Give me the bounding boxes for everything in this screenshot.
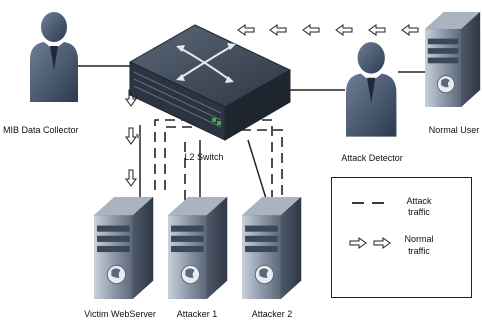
label-l2-switch: L2 Switch (184, 152, 224, 162)
arrow-down-icon (125, 127, 137, 145)
arrow-right-icon (349, 237, 391, 249)
label-victim-webserver: Victim WebServer (84, 309, 156, 319)
arrow-left-icon (302, 24, 320, 36)
label-mib-data-collector: MIB Data Collector (3, 125, 79, 135)
arrow-left-icon (401, 24, 419, 36)
person-icon (346, 42, 397, 137)
label-attack-detector: Attack Detector (341, 153, 403, 163)
legend-box: Attack traffic Normal traffic (331, 177, 472, 298)
label-normal-user: Normal User (428, 125, 480, 135)
legend-symbols (349, 202, 391, 249)
arrow-left-icon (237, 24, 255, 36)
normal-traffic-arrows-top (237, 24, 419, 36)
switch-icon (128, 24, 292, 141)
arrow-left-icon (368, 24, 386, 36)
label-attacker-2: Attacker 2 (251, 309, 293, 319)
legend-attack-line2: traffic (408, 207, 430, 217)
legend-normal-line1: Normal (404, 234, 434, 244)
arrow-left-icon (335, 24, 353, 36)
legend-normal-line2: traffic (408, 246, 430, 256)
arrow-left-icon (269, 24, 287, 36)
link-switch-attacker2 (247, 139, 269, 206)
legend-attack-line1: Attack (406, 196, 432, 206)
normal-traffic-arrows-down (125, 89, 137, 187)
server-icon (93, 196, 154, 300)
server-icon (241, 196, 302, 300)
server-icon (167, 196, 228, 300)
label-attacker-1: Attacker 1 (176, 309, 218, 319)
arrow-down-icon (125, 169, 137, 187)
person-icon (30, 12, 78, 102)
server-icon (424, 11, 481, 108)
